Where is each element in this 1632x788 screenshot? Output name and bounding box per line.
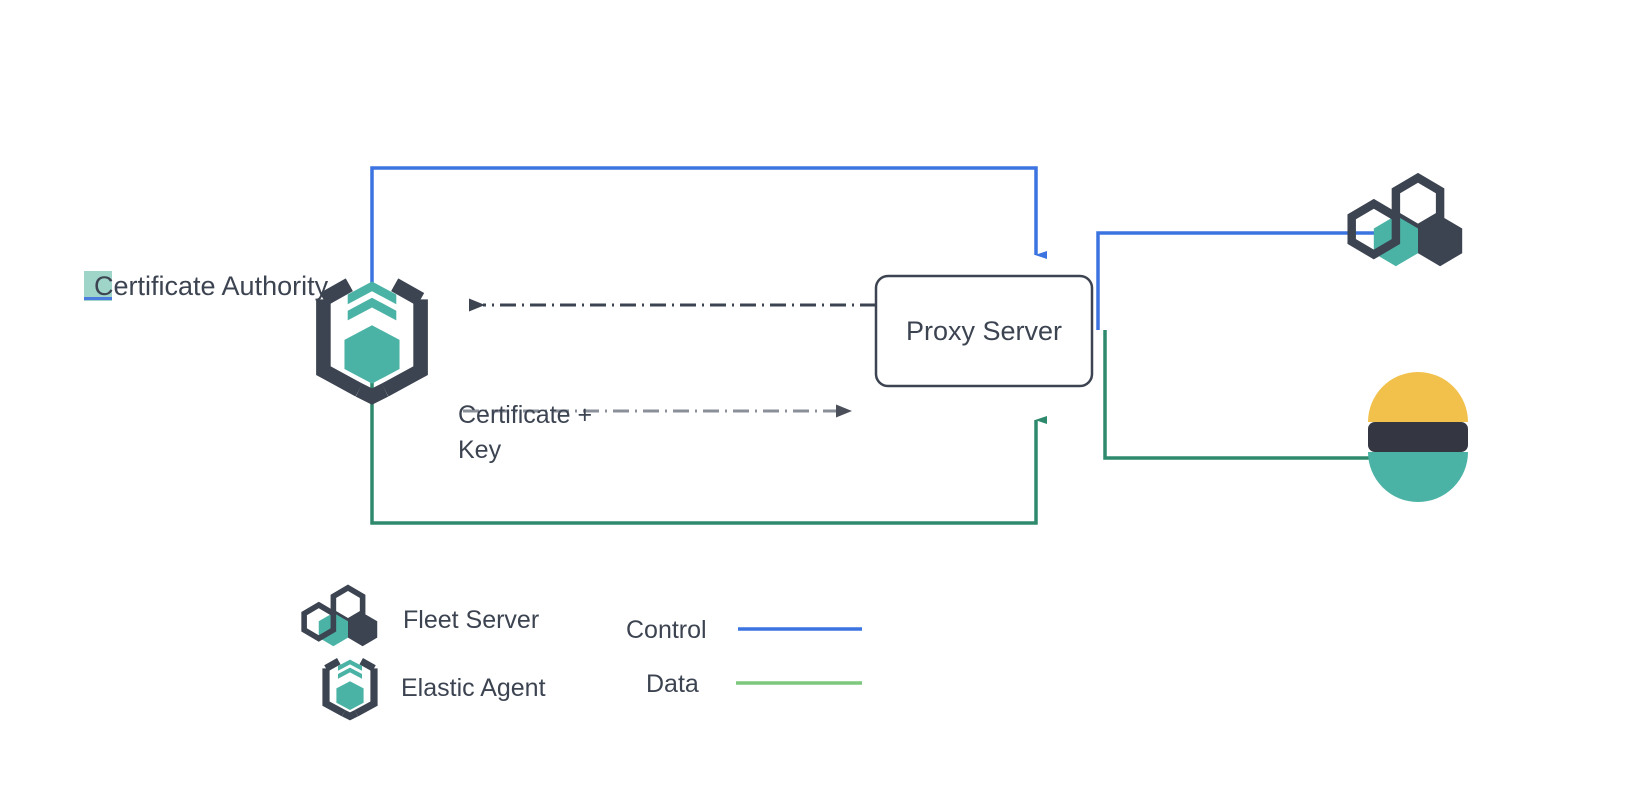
edge-control-proxy-to-fleet-server	[1096, 227, 1461, 330]
certificate-key-label-line1: Certificate +	[458, 401, 592, 429]
legend-fleet-server-icon	[301, 584, 378, 647]
certificate-authority-label: Certificate Authority	[94, 271, 329, 301]
legend-elastic-agent-icon	[322, 658, 378, 721]
proxy-server-node[interactable]: Proxy Server	[874, 274, 1094, 388]
edge-data-proxy-to-elasticsearch	[1103, 330, 1463, 464]
proxy-server-label: Proxy Server	[906, 316, 1062, 346]
elasticsearch-icon	[1368, 372, 1468, 502]
certificate-authority-icon	[316, 278, 428, 405]
fleet-server-icon	[1347, 172, 1463, 267]
edge-data-ca-to-proxy	[370, 382, 1047, 525]
edge-control-ca-to-proxy	[370, 166, 1047, 288]
legend-line-label-control: Control	[626, 616, 707, 644]
certificate-authority-highlight	[84, 271, 112, 301]
certificate-key-label-line2: Key	[458, 436, 502, 464]
legend-item-label-fleet-server: Fleet Server	[403, 606, 539, 634]
legend-item-label-elastic-agent: Elastic Agent	[401, 674, 546, 702]
legend-line-label-data: Data	[646, 670, 699, 698]
